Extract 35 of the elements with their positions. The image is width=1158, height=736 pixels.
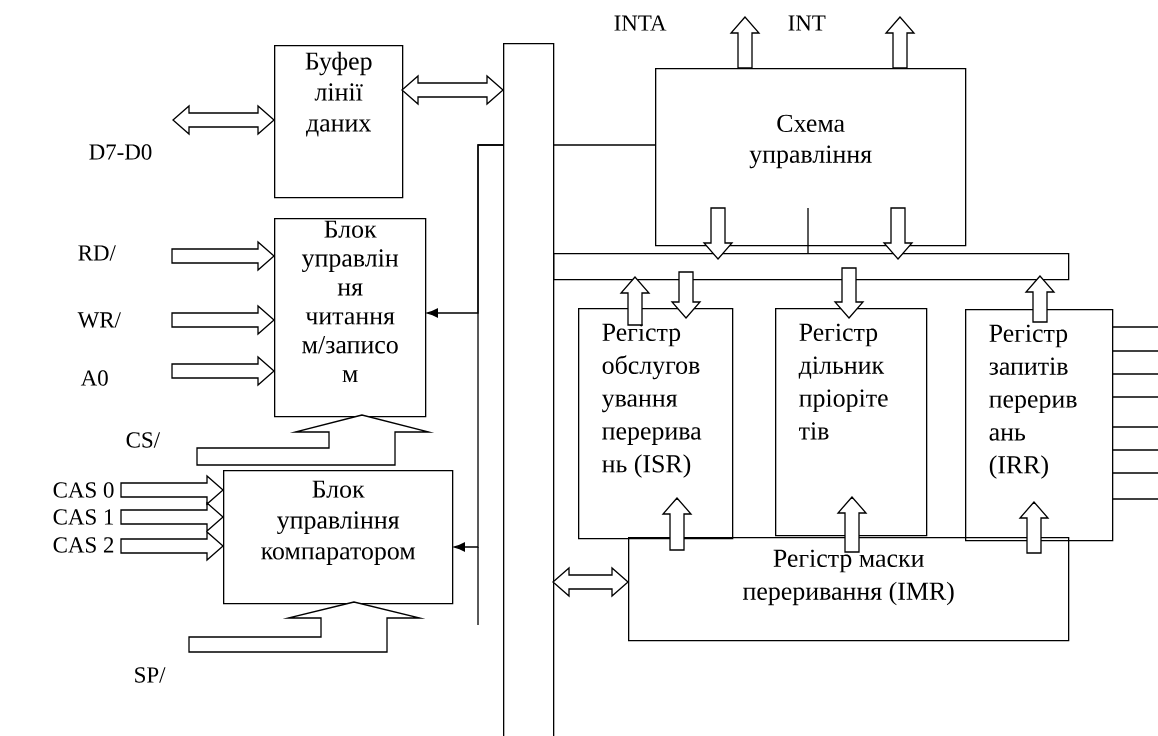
signal-label: SP/	[135, 667, 166, 683]
input-line	[1111, 472, 1158, 474]
connector-line	[552, 144, 656, 146]
block-box: Буфер лінії даних	[274, 45, 404, 199]
bus-bar	[553, 253, 1070, 281]
block-box: Схема управління	[655, 68, 967, 247]
input-line	[1111, 396, 1158, 398]
block-box: Регістр маски переривання (IMR)	[628, 537, 1070, 642]
block-box: Регістр запитів перерив ань (IRR)	[965, 309, 1114, 542]
block-box: Блок управління компаратором	[223, 470, 454, 605]
block-box: Блок управлін ня читання м/записо м	[274, 218, 427, 418]
signal-label: CAS 1	[53, 509, 114, 525]
input-line	[1111, 498, 1158, 500]
block-arrow	[552, 566, 629, 598]
block-box: Регістр обслугов ування перерива нь (ISR)	[578, 308, 734, 540]
block-arrow	[401, 74, 504, 106]
input-line	[1111, 350, 1158, 352]
block-box: Регістр дільник пріоріте тів	[775, 308, 928, 537]
signal-label: CAS 0	[53, 482, 114, 498]
connector-line	[807, 207, 809, 254]
input-line	[1111, 426, 1158, 428]
arrow	[453, 144, 504, 552]
signal-label: RD/	[78, 245, 116, 261]
signal-label: WR/	[77, 312, 121, 328]
input-line	[1111, 326, 1158, 328]
signal-label: INTA	[614, 15, 667, 31]
input-line	[1111, 373, 1158, 375]
signal-label: INT	[788, 15, 826, 31]
bus-bar	[503, 43, 555, 736]
signal-label: CAS 2	[53, 537, 114, 553]
signal-label: A0	[80, 370, 108, 386]
signal-label: D7-D0	[89, 144, 152, 160]
input-line	[1111, 449, 1158, 451]
block-arrow	[172, 104, 275, 136]
signal-label: CS/	[126, 432, 161, 448]
